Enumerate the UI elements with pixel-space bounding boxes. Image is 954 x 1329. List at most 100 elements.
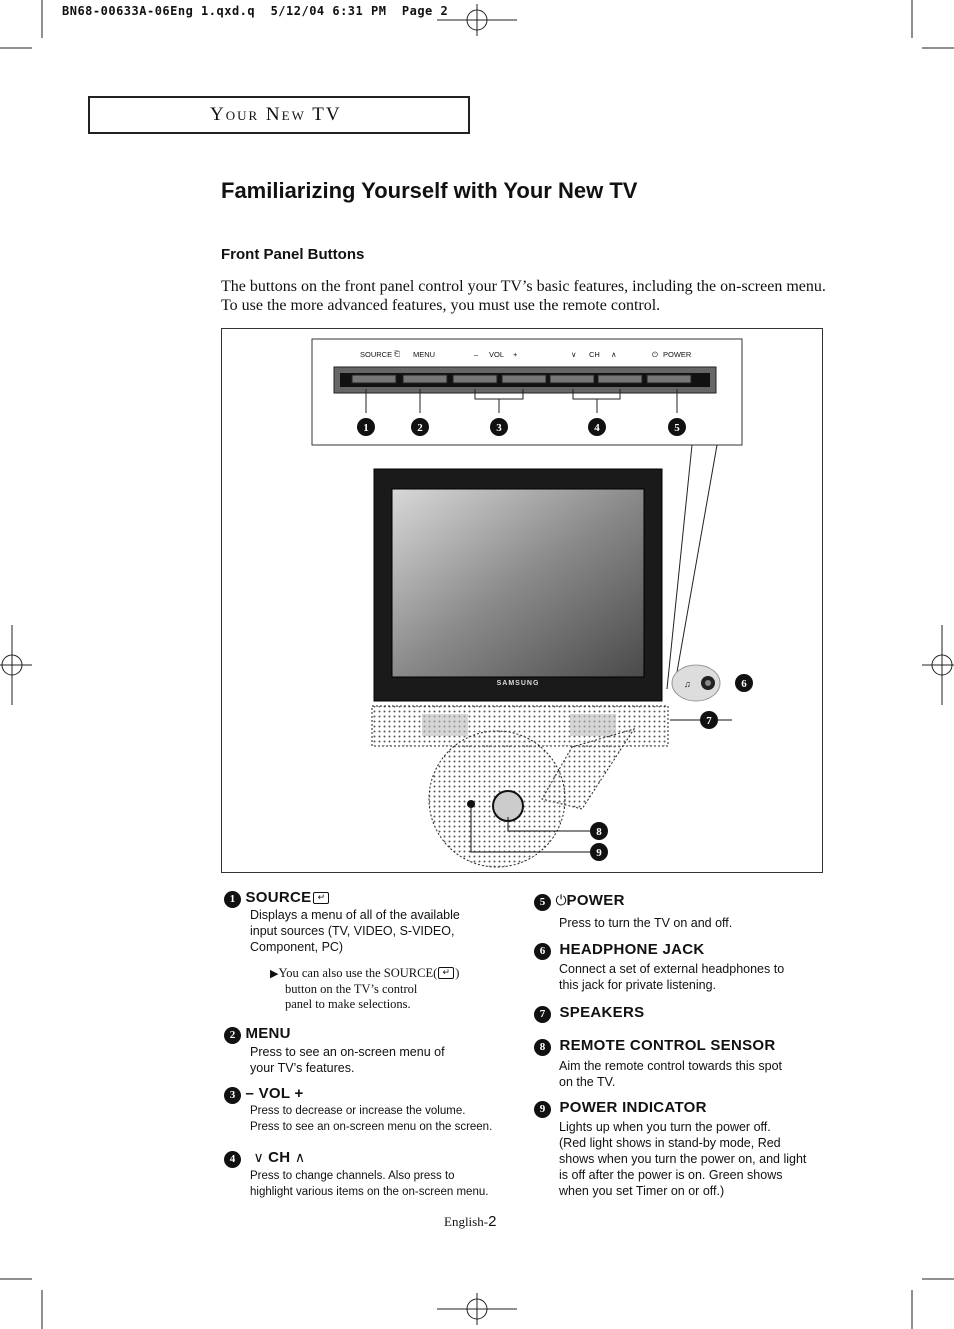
remote-sensor-window <box>492 790 524 822</box>
svg-text:4: 4 <box>594 422 600 434</box>
callout-4: 4 <box>588 418 606 436</box>
desc-line: shows when you turn the power on, and li… <box>559 1152 807 1166</box>
callout-1: 1 <box>357 418 375 436</box>
page-number: 2 <box>488 1213 497 1230</box>
item-vol: 3 – VOL + <box>224 1085 304 1104</box>
item-number: 5 <box>534 894 551 911</box>
desc-line: input sources (TV, VIDEO, S-VIDEO, <box>250 924 455 938</box>
brand-logo: SAMSUNG <box>497 680 540 687</box>
intro-paragraph: The buttons on the front panel control y… <box>221 278 826 314</box>
panel-label-ch: CH <box>589 350 600 359</box>
headphone-jack-detail <box>671 664 721 702</box>
source-mini-icon: ⎗ <box>394 349 401 358</box>
page-title: Familiarizing Yourself with Your New TV <box>221 178 638 203</box>
item-number: 1 <box>224 891 241 908</box>
callout-6: 6 <box>735 674 753 692</box>
desc-line: Aim the remote control towards this spot <box>559 1059 783 1073</box>
print-slug: BN68-00633A-06Eng 1.qxd.q 5/12/04 6:31 P… <box>62 4 449 18</box>
section-tab: Your New TV <box>88 96 470 134</box>
source-note: ▶You can also use the SOURCE(↵) button o… <box>270 966 459 1012</box>
note-line: You can also use the SOURCE( <box>278 966 438 980</box>
item-number: 8 <box>534 1039 551 1056</box>
source-icon: ↵ <box>438 967 455 979</box>
item-number: 6 <box>534 943 551 960</box>
item-number: 2 <box>224 1027 241 1044</box>
item-title: – VOL + <box>245 1085 304 1102</box>
item-speakers: 7 SPEAKERS <box>534 1004 644 1023</box>
callout-2: 2 <box>411 418 429 436</box>
desc-line: on the TV. <box>559 1075 616 1089</box>
desc-line: when you set Timer on or off.) <box>559 1184 725 1198</box>
item-power-indicator: 9 POWER INDICATOR <box>534 1099 707 1118</box>
headphone-mini-icon: ♫ <box>684 679 691 689</box>
ch-down-mini-icon: ∨ <box>571 350 577 359</box>
item-ch-desc: Press to change channels. Also press to … <box>250 1168 488 1200</box>
power-key <box>646 374 692 384</box>
panel-label-minus: – <box>474 350 479 359</box>
ch-down-key <box>549 374 595 384</box>
callout-9: 9 <box>590 843 608 861</box>
item-menu-desc: Press to see an on-screen menu of your T… <box>250 1044 445 1076</box>
source-key <box>351 374 397 384</box>
footer-label: English- <box>444 1214 489 1229</box>
svg-text:7: 7 <box>706 715 712 727</box>
item-ch: 4 ∨ CH ∧ <box>224 1149 305 1168</box>
callout-3: 3 <box>490 418 508 436</box>
svg-text:3: 3 <box>496 422 502 434</box>
ch-up-key <box>597 374 643 384</box>
item-source-desc: Displays a menu of all of the available … <box>250 907 460 955</box>
desc-line: Component, PC) <box>250 940 344 954</box>
panel-label-plus: + <box>513 350 518 359</box>
callout-5: 5 <box>668 418 686 436</box>
desc-line: your TV’s features. <box>250 1061 355 1075</box>
item-title: POWER INDICATOR <box>559 1099 707 1116</box>
svg-text:1: 1 <box>363 422 369 434</box>
vol-up-key <box>501 374 547 384</box>
desc-line: is off after the power is on. Green show… <box>559 1168 783 1182</box>
item-title: POWER <box>566 892 625 909</box>
item-remote-sensor-desc: Aim the remote control towards this spot… <box>559 1058 782 1090</box>
item-number: 4 <box>224 1151 241 1168</box>
item-vol-desc: Press to decrease or increase the volume… <box>250 1103 492 1135</box>
item-power-desc: Press to turn the TV on and off. <box>559 915 732 931</box>
desc-line: Press to turn the TV on and off. <box>559 916 733 930</box>
ch-up-mini-icon: ∧ <box>611 350 617 359</box>
tv-illustration: SOURCE ⎗ MENU – VOL + ∨ CH ∧ ⏻ POWER SAM… <box>311 338 753 868</box>
item-title: SPEAKERS <box>559 1004 645 1021</box>
desc-line: Press to see an on-screen menu of <box>250 1045 445 1059</box>
panel-label-menu: MENU <box>413 350 435 359</box>
note-line: ) <box>455 966 460 980</box>
item-menu: 2 MENU <box>224 1025 291 1044</box>
item-title: MENU <box>245 1025 291 1042</box>
power-mini-icon: ⏻ <box>652 350 659 359</box>
svg-text:6: 6 <box>741 678 747 690</box>
item-remote-sensor: 8 REMOTE CONTROL SENSOR <box>534 1037 776 1056</box>
note-arrow-icon: ▶ <box>270 968 279 980</box>
power-icon: ⏻ <box>555 892 567 908</box>
svg-text:2: 2 <box>417 422 423 434</box>
svg-text:5: 5 <box>674 422 680 434</box>
item-title: SOURCE <box>245 889 312 906</box>
note-line: panel to make selections. <box>285 997 411 1011</box>
desc-line: Connect a set of external headphones to <box>559 962 785 976</box>
section-subtitle: Front Panel Buttons <box>221 246 365 263</box>
item-title: REMOTE CONTROL SENSOR <box>559 1037 776 1054</box>
desc-line: highlight various items on the on-screen… <box>250 1186 489 1198</box>
callout-8: 8 <box>590 822 608 840</box>
menu-key <box>402 374 448 384</box>
vol-down-key <box>452 374 498 384</box>
item-power: 5 ⏻POWER <box>534 892 625 911</box>
ch-down-icon: ∨ <box>253 1149 264 1165</box>
item-number: 9 <box>534 1101 551 1118</box>
item-number: 7 <box>534 1006 551 1023</box>
item-power-indicator-desc: Lights up when you turn the power off. (… <box>559 1119 806 1199</box>
item-headphone-desc: Connect a set of external headphones to … <box>559 961 784 993</box>
source-icon: ↵ <box>313 892 330 904</box>
panel-label-source: SOURCE <box>360 350 392 359</box>
item-title: HEADPHONE JACK <box>559 941 705 958</box>
item-title: CH <box>268 1149 291 1166</box>
item-number: 3 <box>224 1087 241 1104</box>
tv-screen <box>391 488 645 678</box>
desc-line: (Red light shows in stand-by mode, Red <box>559 1136 781 1150</box>
